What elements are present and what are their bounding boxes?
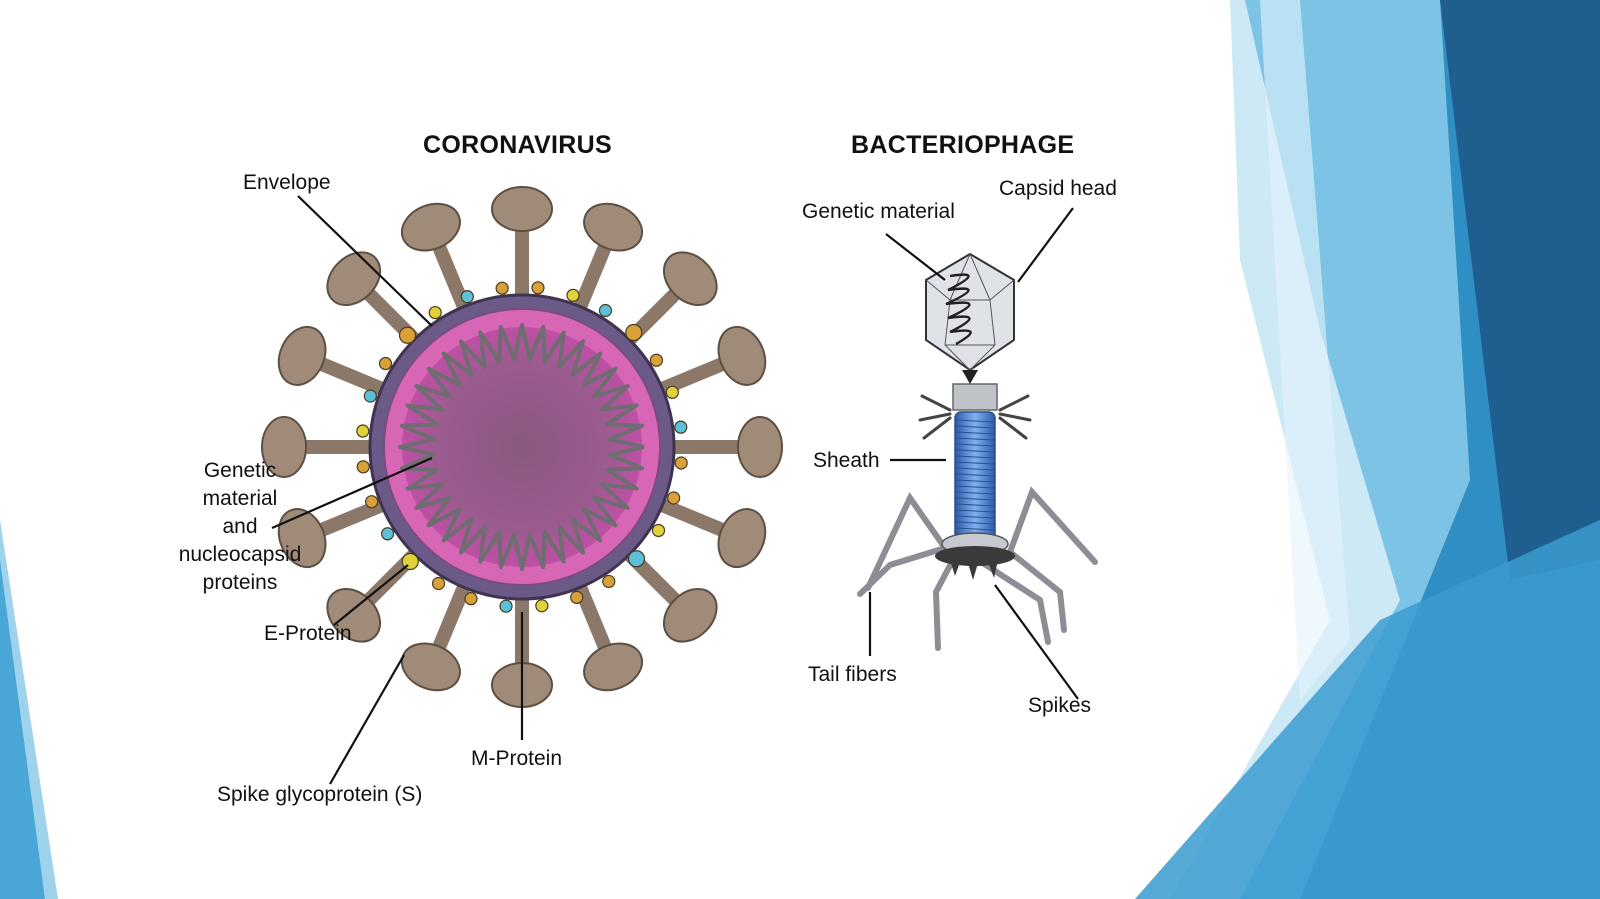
label-genetic-line-1: Genetic [203,459,277,482]
bg-bottom-highlight [1260,0,1350,700]
label-genetic-line-5: proteins [202,571,278,594]
label-tail-fibers: Tail fibers [808,663,897,686]
label-spike-glycoprotein: Spike glycoprotein (S) [217,783,423,806]
label-genetic-line-3: and [222,515,258,538]
label-genetic-line-2: material [202,487,278,510]
label-envelope: Envelope [243,171,331,194]
label-genetic-material-nucleocapsid: Genetic material and nucleocapsid protei… [160,457,320,597]
bg-bottom-mid-shape [1135,520,1600,899]
label-genetic-line-4: nucleocapsid [178,543,302,566]
label-sheath: Sheath [813,449,880,472]
bg-left-pale-shape [0,520,58,899]
label-m-protein: M-Protein [471,747,563,770]
coronavirus-title: CORONAVIRUS [423,131,612,159]
label-capsid-head: Capsid head [999,177,1117,200]
label-e-protein: E-Protein [264,622,352,645]
label-spikes: Spikes [1028,694,1092,717]
bg-right-dark-shape [1440,0,1600,580]
bacteriophage-title: BACTERIOPHAGE [851,131,1075,159]
label-genetic-material: Genetic material [802,200,955,223]
